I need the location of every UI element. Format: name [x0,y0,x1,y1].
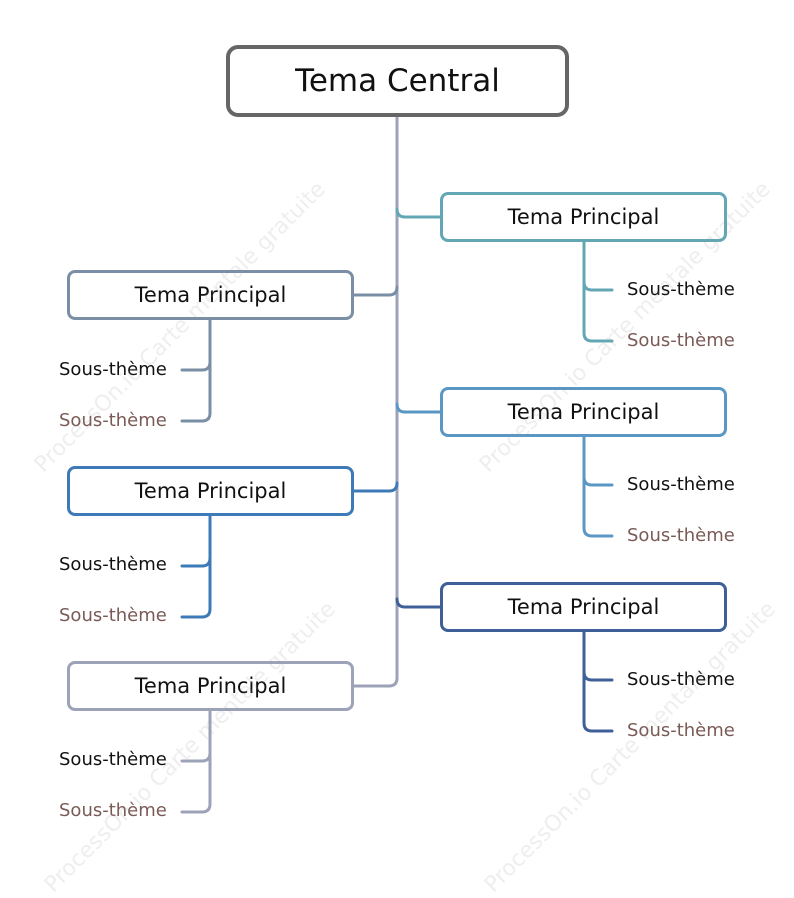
sub-topic[interactable]: Sous-thème [627,330,735,351]
sub-connector [582,670,614,682]
sub-topic[interactable]: Sous-thème [627,669,735,690]
main-topic-label: Tema Principal [134,283,287,307]
sub-connector [180,514,212,619]
sub-topic[interactable]: Sous-thème [627,279,735,300]
branch-connector [352,285,399,297]
sub-connector [582,435,614,538]
branch-connector [395,207,442,219]
main-topic-right-3[interactable]: Tema Principal [440,582,727,632]
sub-connector [180,318,212,423]
main-topic-right-1[interactable]: Tema Principal [440,192,727,242]
branch-connector [352,676,399,688]
branch-connector [395,402,442,414]
main-topic-label: Tema Principal [134,674,287,698]
sub-connector [180,709,212,814]
main-topic-right-2[interactable]: Tema Principal [440,387,727,437]
sub-connector [582,630,614,733]
branch-connector [395,597,442,609]
sub-topic[interactable]: Sous-thème [59,800,167,821]
sub-topic[interactable]: Sous-thème [627,474,735,495]
sub-topic[interactable]: Sous-thème [59,554,167,575]
sub-topic[interactable]: Sous-thème [59,410,167,431]
central-topic[interactable]: Tema Central [226,45,569,117]
main-topic-left-1[interactable]: Tema Principal [67,270,354,320]
sub-topic[interactable]: Sous-thème [59,359,167,380]
main-topic-left-2[interactable]: Tema Principal [67,466,354,516]
sub-topic[interactable]: Sous-thème [59,749,167,770]
sub-topic[interactable]: Sous-thème [627,720,735,741]
branch-connector [352,481,399,493]
sub-connector [582,280,614,292]
sub-connector [180,751,212,763]
main-topic-left-3[interactable]: Tema Principal [67,661,354,711]
sub-connector [180,360,212,372]
sub-connector [582,475,614,487]
sub-connector [180,556,212,568]
main-topic-label: Tema Principal [507,205,660,229]
main-topic-label: Tema Principal [134,479,287,503]
central-topic-label: Tema Central [295,63,500,99]
main-topic-label: Tema Principal [507,400,660,424]
sub-connector [582,240,614,343]
sub-topic[interactable]: Sous-thème [627,525,735,546]
sub-topic[interactable]: Sous-thème [59,605,167,626]
main-topic-label: Tema Principal [507,595,660,619]
